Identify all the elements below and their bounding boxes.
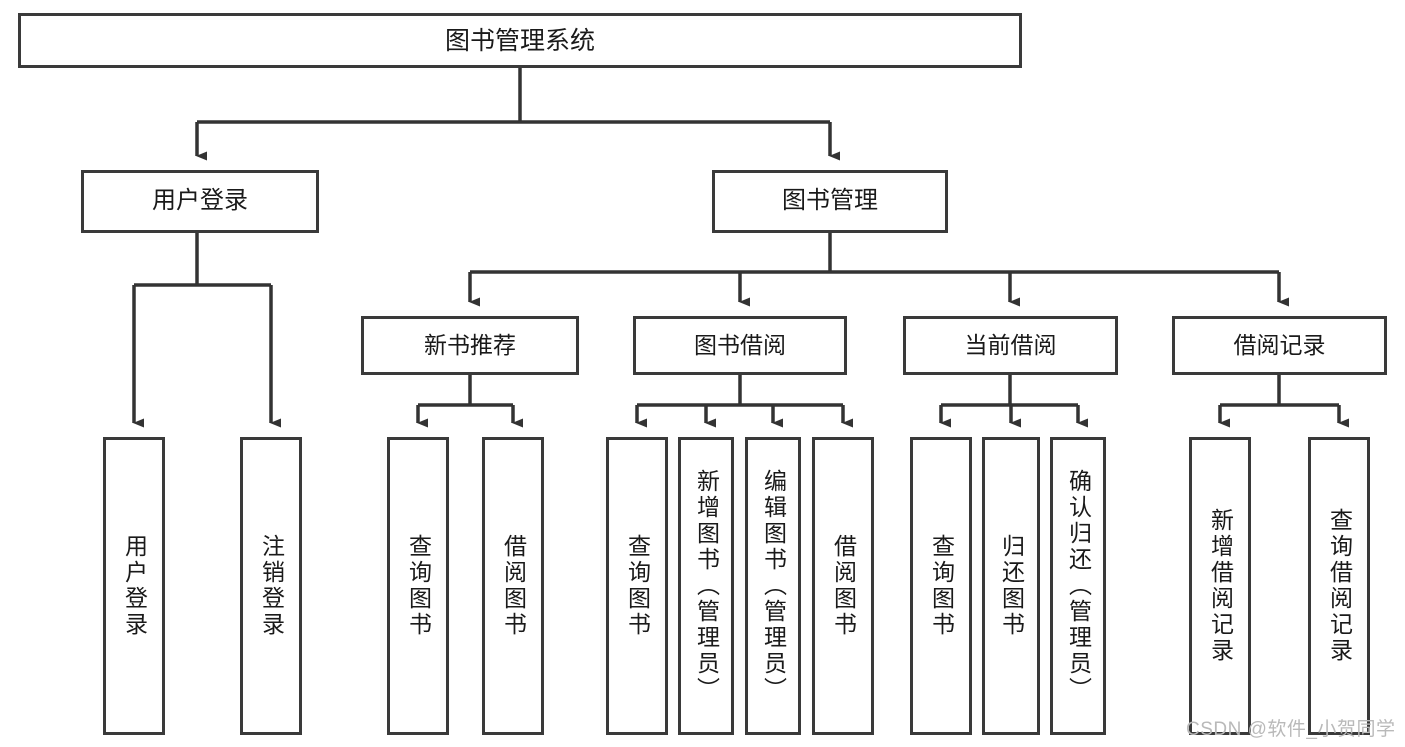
csdn-watermark: CSDN @软件_小贺同学 xyxy=(1186,719,1396,740)
node-borrow-record-label: 借阅记录 xyxy=(1233,331,1326,358)
node-leaf-query-book-3-label: 查询图书 xyxy=(928,534,955,638)
node-leaf-return-book-label: 归还图书 xyxy=(998,534,1025,638)
node-leaf-add-book[interactable]: 新增图书（管理员） xyxy=(678,437,734,735)
node-leaf-confirm-return[interactable]: 确认归还（管理员） xyxy=(1050,437,1106,735)
node-leaf-return-book[interactable]: 归还图书 xyxy=(982,437,1040,735)
node-leaf-query-book-3[interactable]: 查询图书 xyxy=(910,437,972,735)
node-leaf-query-book-1-label: 查询图书 xyxy=(405,534,432,638)
node-leaf-borrow-book-2[interactable]: 借阅图书 xyxy=(812,437,874,735)
node-book-manage-label: 图书管理 xyxy=(782,187,878,215)
node-leaf-add-book-label: 新增图书（管理员） xyxy=(693,469,720,703)
node-leaf-query-book-2[interactable]: 查询图书 xyxy=(606,437,668,735)
node-user-login[interactable]: 用户登录 xyxy=(81,170,319,233)
node-leaf-edit-book[interactable]: 编辑图书（管理员） xyxy=(745,437,801,735)
node-current-borrow-label: 当前借阅 xyxy=(964,331,1057,358)
node-borrow-record[interactable]: 借阅记录 xyxy=(1172,316,1387,375)
node-new-book-recommend[interactable]: 新书推荐 xyxy=(361,316,579,375)
node-leaf-borrow-book-1-label: 借阅图书 xyxy=(500,534,527,638)
node-user-login-label: 用户登录 xyxy=(152,187,248,215)
node-root-label: 图书管理系统 xyxy=(444,26,595,55)
node-leaf-query-record[interactable]: 查询借阅记录 xyxy=(1308,437,1370,735)
node-leaf-query-book-2-label: 查询图书 xyxy=(624,534,651,638)
node-leaf-edit-book-label: 编辑图书（管理员） xyxy=(760,469,787,703)
node-leaf-user-login[interactable]: 用户登录 xyxy=(103,437,165,735)
node-leaf-add-record[interactable]: 新增借阅记录 xyxy=(1189,437,1251,735)
node-leaf-query-book-1[interactable]: 查询图书 xyxy=(387,437,449,735)
node-leaf-user-logout-label: 注销登录 xyxy=(258,534,285,638)
node-book-manage[interactable]: 图书管理 xyxy=(712,170,948,233)
node-root[interactable]: 图书管理系统 xyxy=(18,13,1022,68)
node-book-borrow-label: 图书借阅 xyxy=(694,331,786,358)
node-book-borrow[interactable]: 图书借阅 xyxy=(633,316,847,375)
node-leaf-borrow-book-2-label: 借阅图书 xyxy=(830,534,857,638)
node-leaf-user-login-label: 用户登录 xyxy=(121,534,148,638)
node-leaf-user-logout[interactable]: 注销登录 xyxy=(240,437,302,735)
node-leaf-confirm-return-label: 确认归还（管理员） xyxy=(1065,469,1092,703)
node-new-book-recommend-label: 新书推荐 xyxy=(424,331,516,358)
node-leaf-add-record-label: 新增借阅记录 xyxy=(1207,508,1234,664)
node-leaf-query-record-label: 查询借阅记录 xyxy=(1326,508,1353,664)
node-current-borrow[interactable]: 当前借阅 xyxy=(903,316,1118,375)
node-leaf-borrow-book-1[interactable]: 借阅图书 xyxy=(482,437,544,735)
